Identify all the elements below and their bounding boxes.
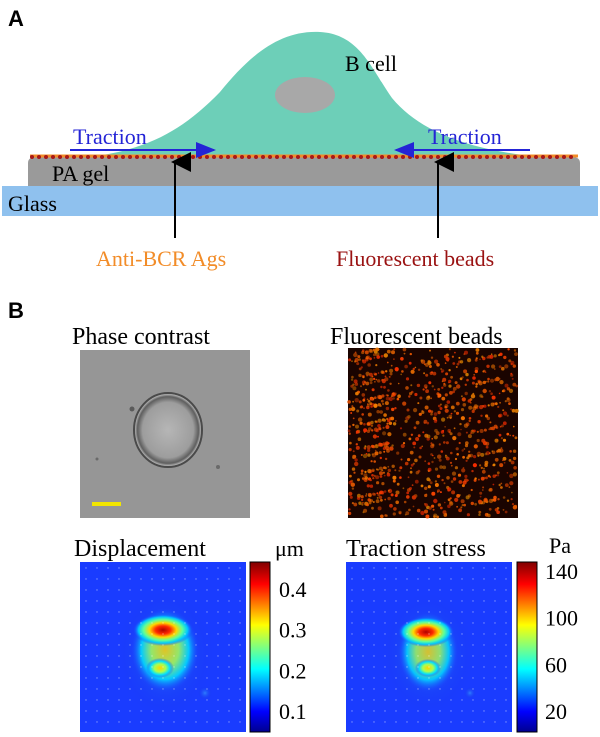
traction-colorbar-ticks: 140 100 60 20 [545,559,578,724]
phase-contrast-title: Phase contrast [72,324,210,350]
traction-unit-label: Pa [549,533,571,558]
pa-gel-label: PA gel [52,161,109,186]
glass-layer [2,186,598,216]
displacement-unit-label: μm [275,536,304,561]
traction-label-left: Traction [73,124,147,149]
fluorescent-beads-title: Fluorescent beads [330,324,503,350]
scale-bar [92,502,121,506]
colorbar-tick-label: 100 [545,606,578,631]
colorbar-tick-label: 140 [545,559,578,584]
colorbar-tick-label: 60 [545,652,567,677]
fluorescent-beads-image [347,347,519,519]
panel-a-label: A [8,6,24,31]
colorbar-tick-label: 0.4 [279,577,307,602]
displacement-colorbar [249,561,271,733]
cell-nucleus [275,77,335,113]
colorbar-tick-label: 0.3 [279,618,307,643]
traction-label-right: Traction [428,124,502,149]
traction-colorbar [516,561,538,733]
traction-stress-heatmap [346,562,512,732]
colorbar-tick-label: 20 [545,699,567,724]
b-cell-label: B cell [345,51,397,76]
displacement-colorbar-ticks: 0.4 0.3 0.2 0.1 [279,577,307,724]
cell-image [134,393,202,467]
glass-label: Glass [8,191,57,216]
colorbar-tick-label: 0.2 [279,658,307,683]
fluorescent-beads-label: Fluorescent beads [336,246,494,271]
displacement-title: Displacement [74,536,206,562]
traction-stress-title: Traction stress [346,536,486,562]
colorbar-tick-label: 0.1 [279,699,307,724]
panel-b-label: B [8,298,24,323]
phase-contrast-image [80,350,250,518]
displacement-heatmap [80,562,246,732]
anti-bcr-ags-label: Anti-BCR Ags [96,246,226,271]
pa-gel-layer [28,157,580,186]
